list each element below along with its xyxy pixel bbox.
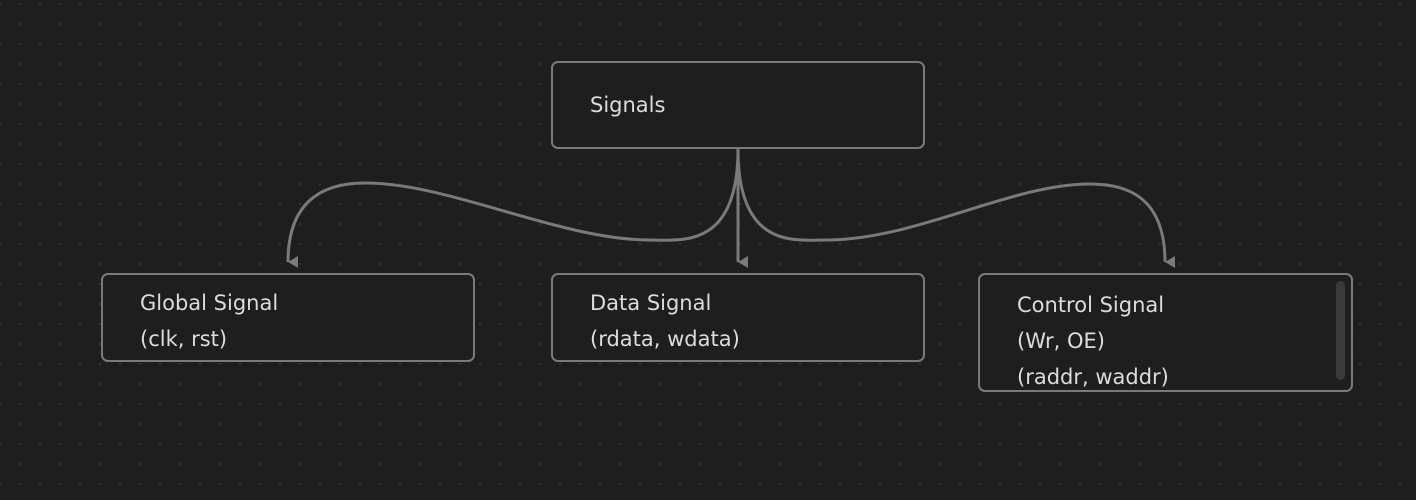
node-global-signal-detail: (clk, rst) (140, 327, 228, 351)
node-control-signal[interactable]: Control Signal (Wr, OE) (raddr, waddr) (978, 273, 1353, 392)
node-global-signal-title: Global Signal (140, 291, 279, 315)
node-signals-title: Signals (590, 93, 666, 117)
node-signals[interactable]: Signals (551, 61, 925, 149)
node-data-signal-title: Data Signal (590, 291, 712, 315)
node-data-signal-detail: (rdata, wdata) (590, 327, 740, 351)
node-control-signal-title: Control Signal (1017, 293, 1165, 317)
node-control-signal-detail-1: (Wr, OE) (1017, 329, 1105, 353)
edge-root-to-control[interactable] (736, 148, 1176, 268)
node-global-signal[interactable]: Global Signal (clk, rst) (101, 273, 475, 362)
node-data-signal[interactable]: Data Signal (rdata, wdata) (551, 273, 925, 362)
edge-root-to-global[interactable] (286, 148, 740, 269)
node-control-scrollbar[interactable] (1336, 281, 1345, 380)
node-control-signal-detail-2: (raddr, waddr) (1017, 365, 1169, 389)
